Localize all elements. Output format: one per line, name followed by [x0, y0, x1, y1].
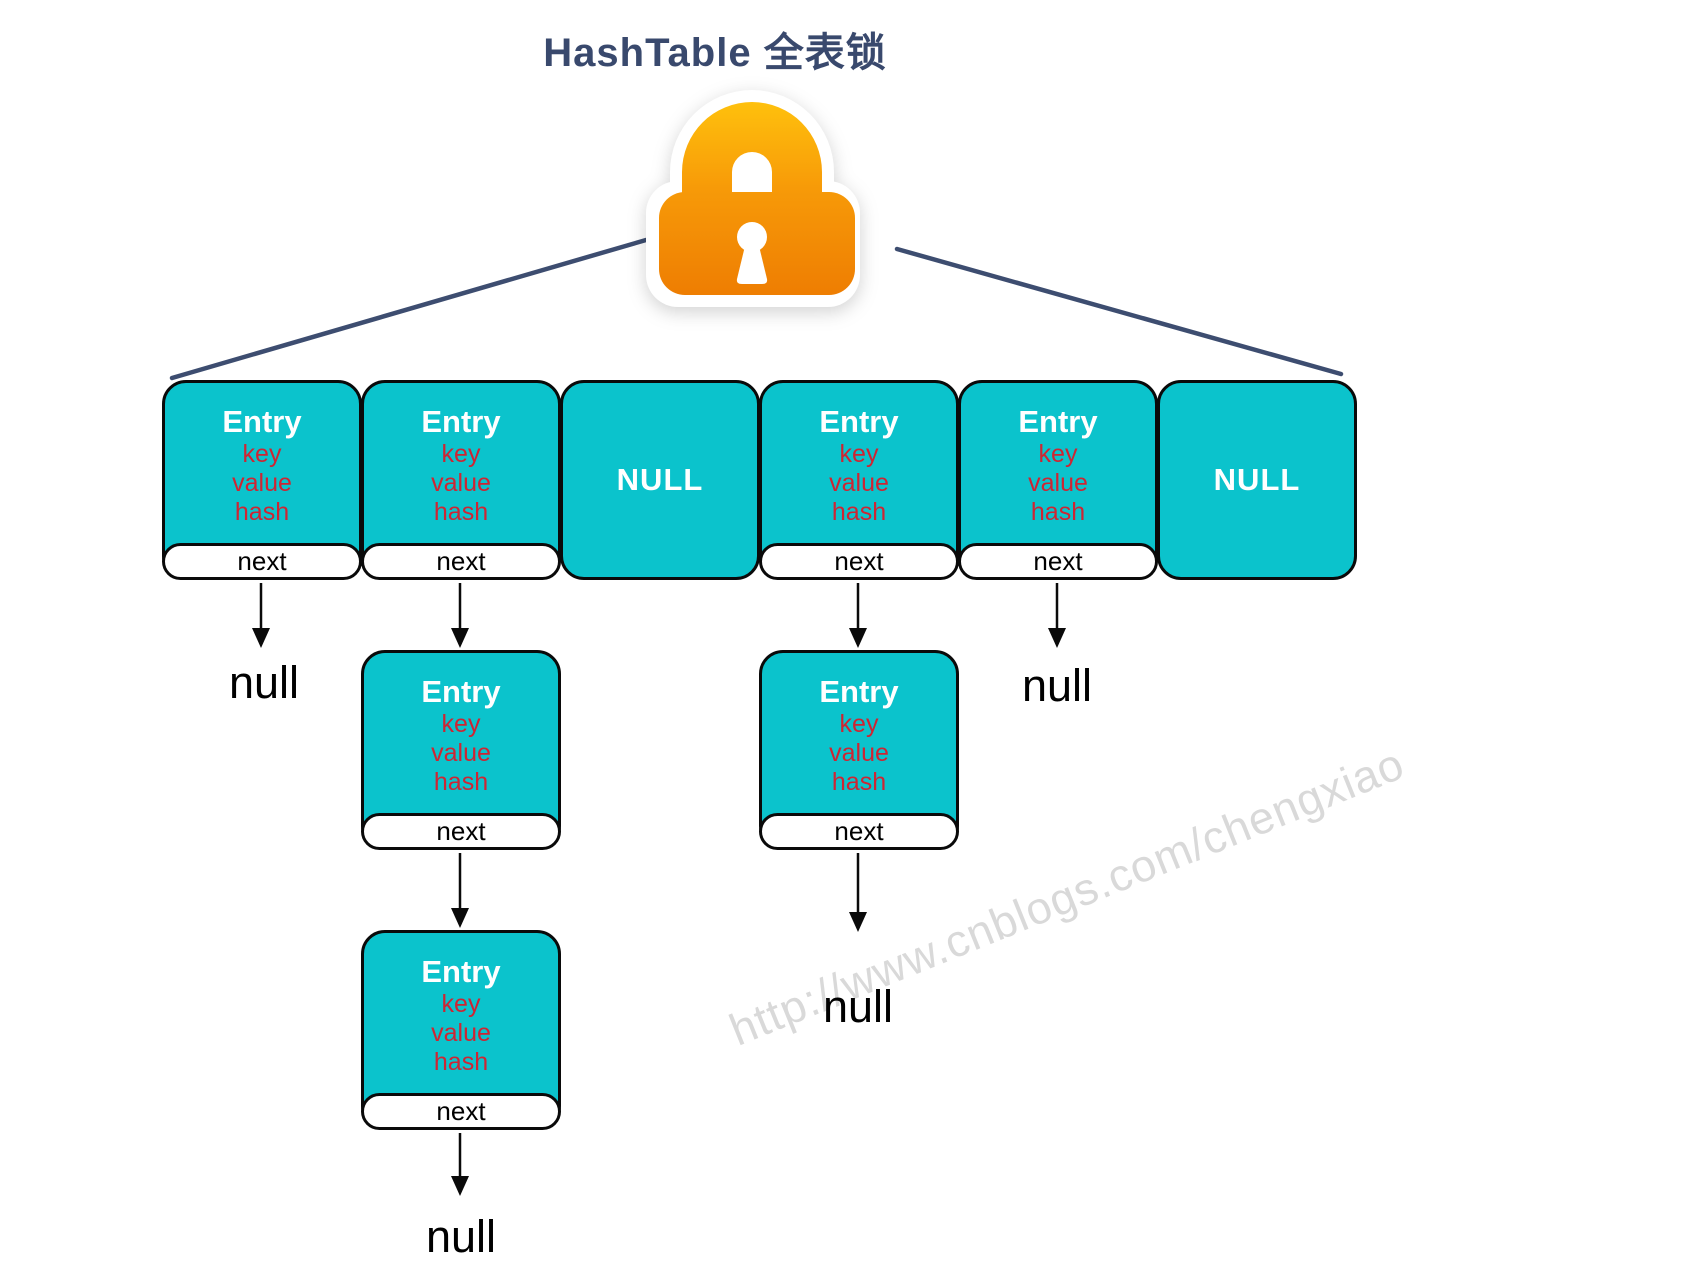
next-pointer: next — [759, 813, 959, 850]
entry-title: Entry — [421, 954, 501, 989]
entry-field-key: key — [441, 710, 481, 738]
arrow-bucket3-node1-to-null — [849, 853, 867, 932]
bucket-0-entry: Entry key value hash next — [162, 380, 362, 580]
entry-field-key: key — [839, 710, 879, 738]
bucket-1-null-ref: null — [425, 1211, 497, 1262]
null-slot-label: NULL — [616, 462, 704, 497]
entry-title: Entry — [819, 674, 899, 709]
next-pointer: next — [361, 813, 561, 850]
next-pointer: next — [162, 543, 362, 580]
padlock-shackle — [682, 102, 822, 215]
next-pointer: next — [361, 543, 561, 580]
lock-connector-left — [169, 237, 649, 381]
keyhole-stem — [736, 246, 768, 284]
entry-field-hash: hash — [433, 1048, 489, 1076]
bucket-3-chain-node-1: Entry key value hash next — [759, 650, 959, 850]
entry-field-hash: hash — [433, 768, 489, 796]
entry-field-value: value — [1028, 469, 1088, 497]
entry-field-value: value — [431, 469, 491, 497]
diagram-title: HashTable 全表锁 — [543, 31, 887, 75]
next-pointer: next — [361, 1093, 561, 1130]
entry-field-hash: hash — [234, 498, 290, 526]
entry-field-value: value — [232, 469, 292, 497]
entry-title: Entry — [819, 404, 899, 439]
bucket-4-null-ref: null — [1021, 660, 1093, 711]
entry-field-value: value — [431, 1019, 491, 1047]
bucket-5-null: NULL — [1157, 380, 1357, 580]
entry-field-key: key — [1038, 440, 1078, 468]
entry-field-hash: hash — [1030, 498, 1086, 526]
entry-field-hash: hash — [433, 498, 489, 526]
bucket-3-null-ref: null — [822, 981, 894, 1032]
padlock-icon — [646, 90, 860, 307]
entry-field-key: key — [839, 440, 879, 468]
entry-field-key: key — [441, 440, 481, 468]
entry-title: Entry — [421, 404, 501, 439]
entry-field-hash: hash — [831, 498, 887, 526]
bucket-4-entry: Entry key value hash next — [958, 380, 1158, 580]
bucket-2-null: NULL — [560, 380, 760, 580]
null-slot-label: NULL — [1213, 462, 1301, 497]
arrow-bucket4-to-null — [1048, 583, 1066, 648]
bucket-3-entry: Entry key value hash next — [759, 380, 959, 580]
entry-field-key: key — [441, 990, 481, 1018]
lock-connector-right — [894, 246, 1344, 377]
arrow-bucket1-node1-to-node2 — [451, 853, 469, 928]
arrow-bucket3-to-node1 — [849, 583, 867, 648]
entry-field-hash: hash — [831, 768, 887, 796]
entry-title: Entry — [1018, 404, 1098, 439]
bucket-1-chain-node-2: Entry key value hash next — [361, 930, 561, 1130]
entry-field-value: value — [431, 739, 491, 767]
next-pointer: next — [958, 543, 1158, 580]
entry-field-value: value — [829, 469, 889, 497]
keyhole-icon — [737, 222, 767, 252]
arrow-bucket1-to-node1 — [451, 583, 469, 648]
bucket-0-null-ref: null — [228, 657, 300, 708]
bucket-1-chain-node-1: Entry key value hash next — [361, 650, 561, 850]
arrow-bucket1-node2-to-null — [451, 1133, 469, 1196]
entry-field-value: value — [829, 739, 889, 767]
entry-title: Entry — [421, 674, 501, 709]
arrow-bucket0-to-null — [252, 583, 270, 648]
bucket-1-entry: Entry key value hash next — [361, 380, 561, 580]
entry-field-key: key — [242, 440, 282, 468]
next-pointer: next — [759, 543, 959, 580]
entry-title: Entry — [222, 404, 302, 439]
